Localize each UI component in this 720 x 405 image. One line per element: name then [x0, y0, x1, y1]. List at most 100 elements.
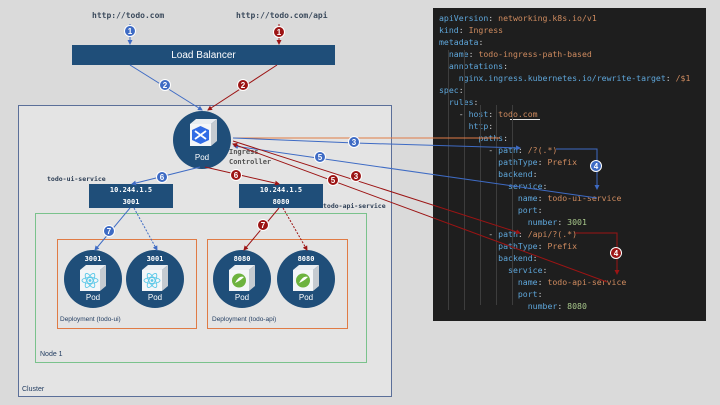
- ingress-pod-label: Pod: [194, 153, 210, 162]
- code-line: service:: [439, 181, 547, 192]
- step-badge-red-7: 7: [257, 219, 269, 231]
- arrow-red-4: [575, 232, 620, 275]
- node-boundary: [35, 213, 367, 363]
- spring-icon: [229, 265, 255, 291]
- todo-ui-service-port: 3001: [122, 198, 140, 206]
- step-badge-blue-5: 5: [314, 151, 326, 163]
- react-icon: [142, 265, 168, 291]
- yaml-punct: :: [458, 25, 469, 35]
- code-line: port:: [439, 289, 543, 300]
- pod-todo-ui-2: 3001 Pod: [126, 250, 184, 308]
- yaml-punct: :: [542, 265, 548, 275]
- yaml-key: path: [498, 229, 518, 239]
- yaml-punct: :: [458, 85, 464, 95]
- step-badge-blue-1: 1: [124, 25, 136, 37]
- yaml-value: todo-ui-service: [547, 193, 622, 203]
- yaml-value: networking.k8s.io/v1: [498, 13, 597, 23]
- yaml-punct: :: [537, 289, 543, 299]
- code-line: rules:: [439, 97, 479, 108]
- cluster-label: Cluster: [22, 386, 45, 393]
- code-line: port:: [439, 205, 543, 216]
- yaml-value: Prefix: [547, 241, 578, 251]
- pod-label: Pod: [85, 293, 101, 302]
- yaml-key: apiVersion: [439, 13, 489, 23]
- yaml-punct: :: [503, 133, 509, 143]
- code-line: nginx.ingress.kubernetes.io/rewrite-targ…: [439, 73, 691, 84]
- yaml-punct: :: [537, 277, 548, 287]
- todo-ui-service-ip: 10.244.1.5: [109, 186, 153, 194]
- ingress-controller-pod: Pod: [173, 111, 231, 169]
- yaml-key: backend: [498, 169, 533, 179]
- code-line: apiVersion: networking.k8s.io/v1: [439, 13, 597, 24]
- yaml-key: service: [508, 181, 543, 191]
- pod-port: 8080: [233, 255, 251, 263]
- ingress-nginx-cube-icon: [190, 119, 217, 146]
- yaml-punct: :: [478, 37, 484, 47]
- code-line: backend:: [439, 169, 537, 180]
- step-badge-blue-4: 4: [590, 160, 602, 172]
- pod-label: Pod: [298, 293, 314, 302]
- todo-api-service-label: todo-api-service: [323, 202, 386, 210]
- host-underline: [510, 119, 540, 120]
- indent-guide: [496, 105, 497, 305]
- arrow-blue-7b: [133, 207, 158, 251]
- yaml-value: /api/?(.*): [527, 229, 578, 239]
- code-line: pathType: Prefix: [439, 241, 577, 252]
- load-balancer: Load Balancer: [72, 45, 335, 65]
- yaml-key: path: [498, 145, 518, 155]
- deployment-todo-ui: [57, 239, 197, 329]
- yaml-punct: :: [537, 193, 548, 203]
- pod-label: Pod: [147, 293, 163, 302]
- yaml-value: todo-ingress-path-based: [478, 49, 592, 59]
- yaml-value: Prefix: [547, 157, 578, 167]
- todo-api-service-ip: 10.244.1.5: [259, 186, 303, 194]
- code-line: name: todo-api-service: [439, 277, 626, 288]
- arrow-red-6: [204, 166, 280, 186]
- step-badge-red-1: 1: [273, 26, 285, 38]
- pod-todo-api-1: 8080 Pod: [213, 250, 271, 308]
- yaml-punct: :: [557, 301, 568, 311]
- yaml-key: pathType: [498, 157, 538, 167]
- pod-todo-api-2: 8080 Pod: [277, 250, 335, 308]
- yaml-punct: :: [537, 241, 548, 251]
- yaml-key: number: [527, 301, 558, 311]
- pod-port: 3001: [84, 255, 102, 263]
- step-badge-red-4: 4: [610, 247, 622, 259]
- step-badge-blue-2: 2: [159, 79, 171, 91]
- arrow-red-7b: [282, 207, 308, 251]
- yaml-value: Ingress: [468, 25, 504, 35]
- code-line: number: 3001: [439, 217, 587, 228]
- yaml-punct: :: [473, 97, 479, 107]
- yaml-punct: :: [537, 205, 543, 215]
- todo-ui-service-box: 10.244.1.5 3001: [89, 184, 173, 208]
- step-badge-red-2: 2: [237, 79, 249, 91]
- todo-api-service-box: 10.244.1.5 8080: [239, 184, 323, 208]
- yaml-value: todo-api-service: [547, 277, 627, 287]
- yaml-key: number: [527, 217, 558, 227]
- code-line: - host: todo.com: [439, 109, 538, 120]
- arrow-red-5: [232, 143, 608, 283]
- yaml-key: host: [468, 109, 489, 119]
- yaml-key: rules: [448, 97, 474, 107]
- yaml-punct: :: [542, 181, 548, 191]
- yaml-key: name: [517, 193, 538, 203]
- yaml-punct: :: [488, 121, 494, 131]
- pod-port: 3001: [146, 255, 164, 263]
- indent-guide: [448, 50, 449, 310]
- yaml-punct: -: [439, 229, 499, 239]
- arrow-blue-5: [233, 144, 598, 199]
- code-line: service:: [439, 265, 547, 276]
- yaml-key: annotations: [448, 61, 504, 71]
- node-label: Node 1: [40, 351, 63, 358]
- yaml-value: /?(.*): [527, 145, 558, 155]
- code-line: name: todo-ingress-path-based: [439, 49, 592, 60]
- yaml-key: port: [517, 205, 538, 215]
- ingress-caption-line2: Controller: [229, 158, 272, 166]
- code-line: backend:: [439, 253, 537, 264]
- url-todo-ui: http://todo.com: [92, 11, 165, 20]
- yaml-key: metadata: [439, 37, 479, 47]
- pod-label: Pod: [234, 293, 250, 302]
